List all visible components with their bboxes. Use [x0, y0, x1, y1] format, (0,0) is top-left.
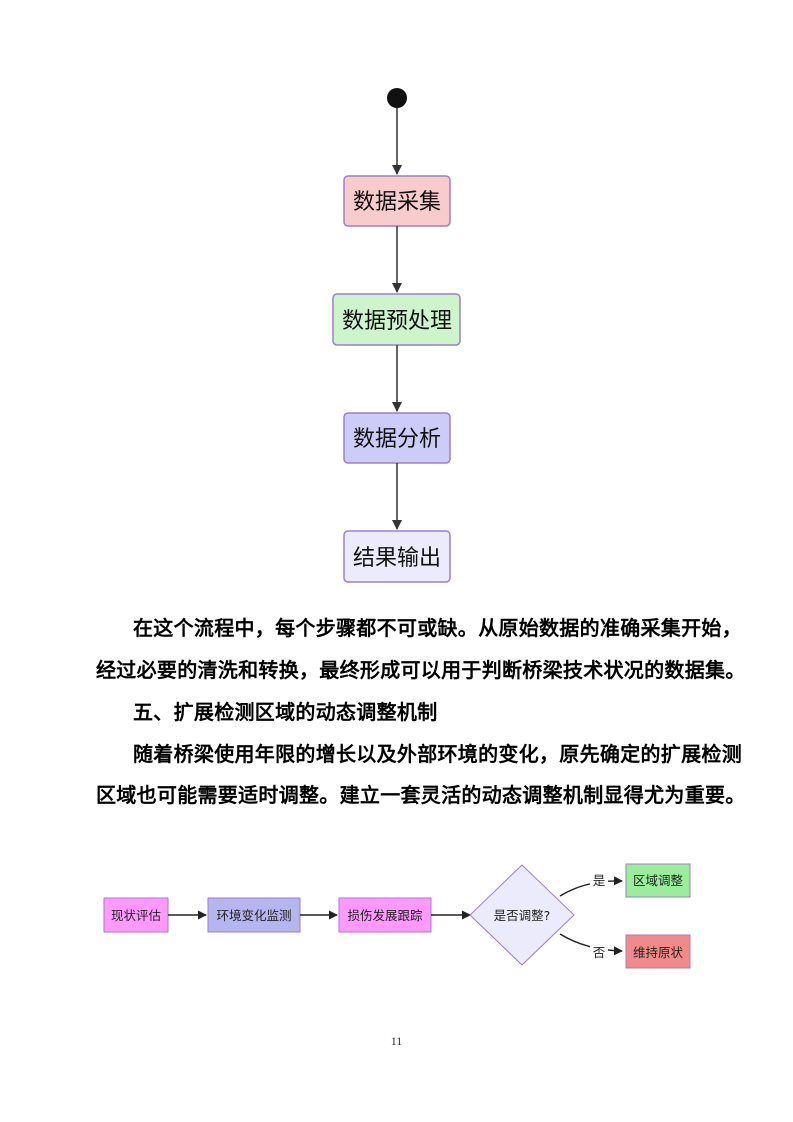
flow-outcome-label: 维持原状	[633, 945, 684, 960]
flow-step-label: 现状评估	[111, 908, 161, 923]
paragraph-line: 区域也可能需要适时调整。建立一套灵活的动态调整机制显得尤为重要。	[96, 783, 746, 807]
workflow-node-collect: 数据采集	[343, 175, 451, 227]
edge-label-yes: 是	[593, 873, 606, 888]
start-node	[387, 88, 407, 108]
workflow-node-label: 结果输出	[353, 546, 441, 571]
workflow-node-analysis: 数据分析	[343, 412, 451, 464]
decision-diamond: 是否调整?	[469, 864, 575, 966]
decision-label: 是否调整?	[494, 908, 551, 923]
paragraph-line: 在这个流程中，每个步骤都不可或缺。从原始数据的准确采集开始，	[133, 616, 742, 640]
flow-arrow-no	[559, 933, 623, 956]
workflow-node-label: 数据采集	[353, 190, 441, 215]
workflow-node-label: 数据分析	[353, 427, 441, 452]
workflow-node-label: 数据预处理	[342, 309, 452, 334]
page-number: 11	[390, 1034, 403, 1048]
flow-outcome-maintain: 维持原状	[625, 934, 691, 969]
paragraph-line: 随着桥梁使用年限的增长以及外部环境的变化，原先确定的扩展检测	[133, 742, 742, 766]
flow-step-label: 环境变化监测	[216, 908, 291, 923]
paragraph-line: 经过必要的清洗和转换，最终形成可以用于判断桥梁技术状况的数据集。	[96, 658, 746, 682]
workflow-node-preprocess: 数据预处理	[332, 293, 461, 346]
flow-arrow-yes	[559, 876, 623, 897]
flow-step-environment-monitoring: 环境变化监测	[207, 897, 301, 933]
edge-label-no: 否	[593, 945, 606, 960]
section-heading: 五、扩展检测区域的动态调整机制	[133, 700, 438, 724]
flow-outcome-adjust: 区域调整	[625, 863, 691, 898]
edge-label-bg	[590, 944, 608, 960]
flow-outcome-label: 区域调整	[633, 873, 684, 888]
flow-step-assessment: 现状评估	[103, 897, 169, 933]
workflow-node-output: 结果输出	[343, 530, 451, 583]
flow-step-label: 损伤发展跟踪	[347, 908, 423, 923]
workflow-diagram: 数据采集 数据预处理 数据分析 结果输出	[332, 88, 461, 583]
edge-label-bg	[590, 872, 608, 888]
flow-step-damage-tracking: 损伤发展跟踪	[338, 897, 432, 933]
